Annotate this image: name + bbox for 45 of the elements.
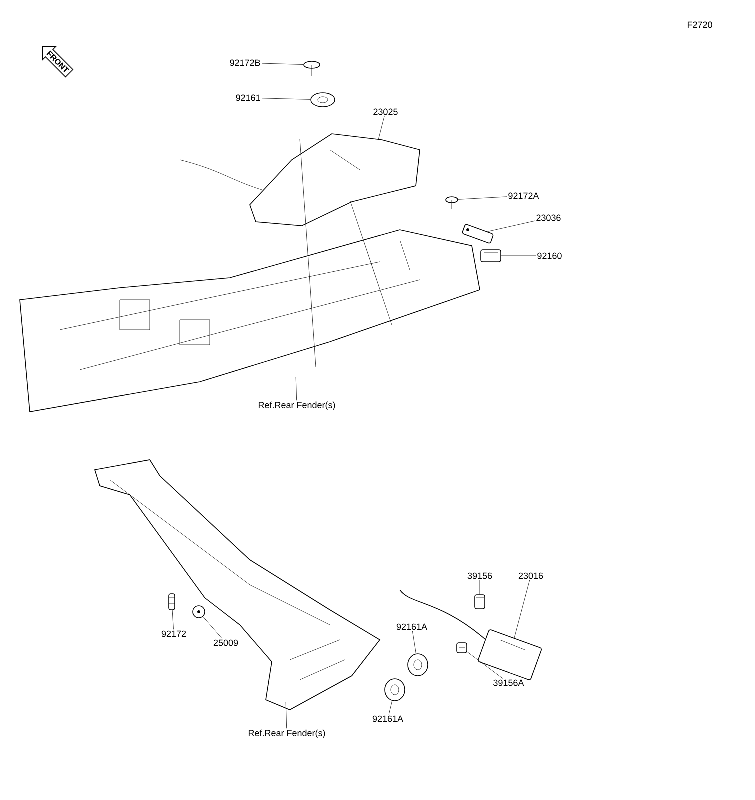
part-number: 23036: [536, 214, 561, 222]
bolt-drawing: [168, 594, 176, 610]
part-number: 25009: [214, 640, 238, 646]
part-number: 23016: [518, 572, 544, 580]
grommet-drawing: [408, 654, 428, 676]
leader-line: [467, 652, 504, 679]
part-number: 23025: [374, 108, 398, 116]
washer-drawing: [192, 606, 206, 618]
leader-line: [378, 116, 385, 140]
part-number: Ref.Rear Fender(s): [248, 730, 326, 738]
drawing-number: F2720: [688, 22, 712, 28]
leader-line: [262, 63, 304, 65]
leader-line: [412, 631, 416, 654]
part-number: 92172B: [230, 60, 260, 66]
leader-line: [458, 196, 508, 200]
part-number: 92161A: [396, 624, 428, 630]
part-number: 39156: [468, 572, 492, 580]
grommet-drawing: [310, 92, 336, 108]
leader-line: [296, 377, 298, 401]
part-number: 92160: [538, 252, 562, 260]
leader-line: [262, 98, 311, 100]
part-number: Ref.Rear Fender(s): [258, 402, 336, 410]
screw-drawing: [446, 196, 458, 210]
part-number: 92172: [162, 630, 186, 638]
guide-line: [350, 200, 392, 326]
leader-line: [488, 220, 536, 232]
leader-line: [388, 700, 393, 715]
guide-line: [300, 138, 316, 368]
part-number: 39156A: [494, 680, 524, 686]
leader-line: [286, 702, 288, 729]
lamp-drawing: [478, 630, 542, 680]
pad-drawing: [480, 250, 502, 262]
bracket-drawing: [462, 224, 494, 244]
part-number: 92172A: [508, 192, 540, 200]
leader-line: [203, 616, 222, 639]
grommet-drawing: [384, 678, 406, 702]
leader-line: [172, 610, 174, 630]
part-number: 92161: [236, 94, 260, 102]
leader-line: [514, 580, 530, 638]
part-number: 92161A: [372, 716, 404, 722]
rear-fender-drawing: [20, 230, 480, 412]
clip-drawing: [456, 642, 468, 654]
clip-drawing: [474, 594, 486, 610]
cover-drawing: [180, 134, 420, 226]
bolt-drawing: [304, 61, 320, 76]
